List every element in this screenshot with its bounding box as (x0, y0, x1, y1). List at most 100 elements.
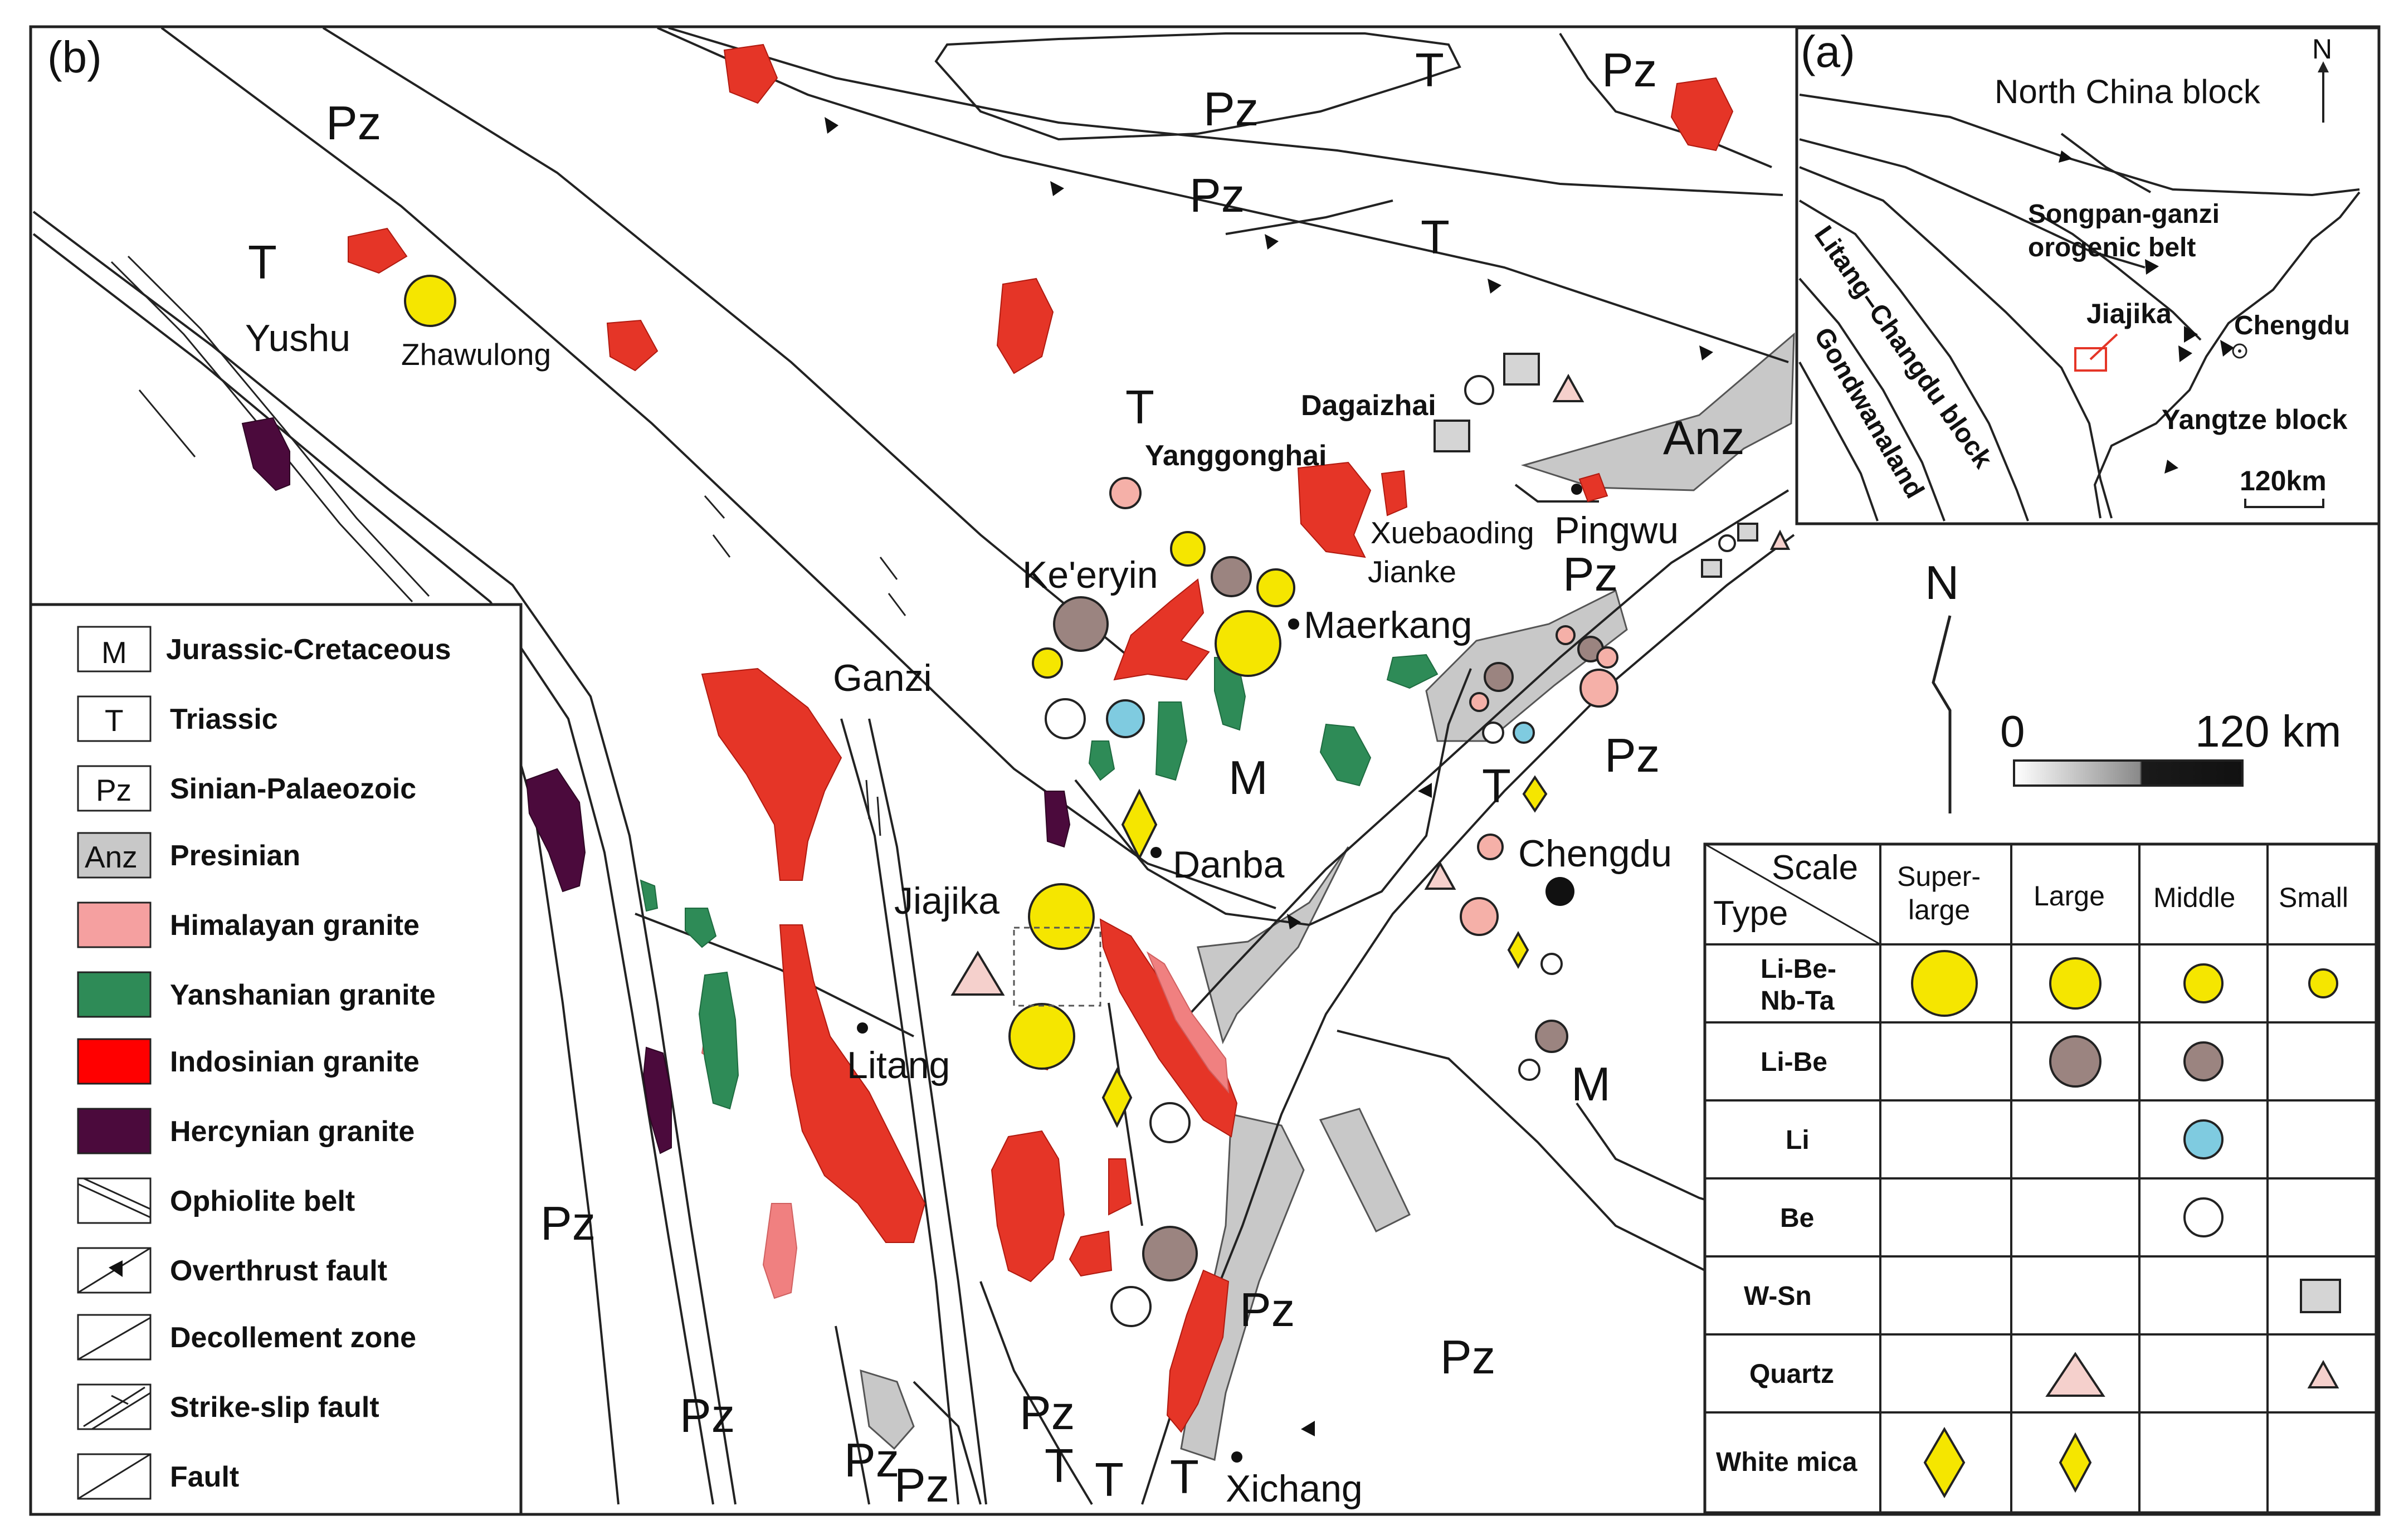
svg-text:Be: Be (1780, 1203, 1814, 1233)
overthrust-teeth (825, 117, 1713, 1436)
svg-text:North China block: North China block (1995, 73, 2261, 110)
svg-text:Chengdu: Chengdu (2234, 311, 2350, 340)
svg-text:(a): (a) (1801, 27, 1855, 76)
svg-text:T: T (1045, 1440, 1074, 1493)
north-arrow: N (1925, 557, 1959, 813)
city-points (857, 484, 1582, 1463)
svg-text:Anz: Anz (85, 840, 138, 874)
indosinian-granites (348, 43, 1734, 1433)
svg-text:Li-Be-: Li-Be- (1761, 954, 1836, 984)
svg-text:120km: 120km (2240, 465, 2327, 496)
deposit-symbols (404, 275, 1791, 1327)
svg-text:Pz: Pz (96, 773, 131, 807)
presinian-zones (860, 332, 1795, 1461)
svg-text:T: T (105, 703, 124, 738)
deposit-table: Scale Type Super- large Large Middle Sma… (1703, 842, 2378, 1514)
svg-text:Anz: Anz (1663, 412, 1744, 465)
svg-text:Chengdu: Chengdu (1518, 832, 1672, 875)
svg-text:Pz: Pz (1602, 44, 1657, 97)
svg-text:Yushu: Yushu (245, 317, 350, 359)
svg-text:Scale: Scale (1772, 849, 1858, 887)
svg-text:M: M (1571, 1058, 1611, 1111)
svg-text:Dagaizhai: Dagaizhai (1301, 389, 1436, 422)
svg-text:Quartz: Quartz (1749, 1359, 1834, 1389)
svg-text:Pz: Pz (1189, 169, 1245, 222)
strike-slip-arrows (704, 495, 906, 836)
svg-text:Himalayan granite: Himalayan granite (170, 909, 420, 942)
svg-text:Xuebaoding: Xuebaoding (1371, 515, 1534, 550)
svg-text:Jiajika: Jiajika (894, 880, 999, 922)
svg-text:W-Sn: W-Sn (1744, 1281, 1812, 1311)
svg-text:Jiajika: Jiajika (2086, 298, 2172, 329)
svg-text:Super-: Super- (1897, 861, 1981, 892)
svg-text:(b): (b) (47, 32, 102, 82)
svg-text:0: 0 (2000, 706, 2025, 756)
svg-text:Triassic: Triassic (170, 703, 278, 735)
svg-text:Pingwu: Pingwu (1554, 509, 1679, 552)
svg-text:T: T (1421, 211, 1450, 264)
svg-text:Pz: Pz (680, 1390, 735, 1442)
svg-text:Maerkang: Maerkang (1304, 604, 1472, 646)
svg-text:Nb-Ta: Nb-Ta (1761, 986, 1835, 1016)
svg-text:120 km: 120 km (2195, 706, 2341, 756)
svg-text:Pz: Pz (1203, 83, 1259, 136)
svg-text:Xichang: Xichang (1226, 1468, 1363, 1510)
svg-text:Pz: Pz (844, 1434, 899, 1487)
svg-text:N: N (1925, 557, 1959, 610)
svg-text:Li: Li (1786, 1125, 1810, 1155)
svg-text:M: M (1228, 752, 1268, 805)
svg-text:Pz: Pz (1240, 1284, 1295, 1337)
svg-text:Indosinian granite: Indosinian granite (170, 1046, 420, 1078)
fault-lines (32, 27, 1795, 1505)
svg-text:T: T (1482, 760, 1511, 813)
svg-text:Pz: Pz (1020, 1387, 1075, 1440)
scale-bar: 0 120 km (2000, 706, 2341, 787)
map-unit-labels: (b) Pz Pz Pz Pz Pz Pz Pz Pz Pz Pz Pz Pz … (47, 32, 1744, 1512)
svg-text:Pz: Pz (894, 1459, 949, 1512)
svg-text:T: T (1125, 381, 1154, 434)
svg-text:Middle: Middle (2153, 882, 2235, 913)
inset-map: (a) N North China block Songpan-ganzi or… (1795, 26, 2381, 525)
svg-text:Decollement zone: Decollement zone (170, 1322, 416, 1354)
svg-text:Ganzi: Ganzi (833, 657, 932, 699)
svg-text:Fault: Fault (170, 1461, 239, 1493)
svg-text:T: T (1095, 1454, 1124, 1507)
svg-text:Zhawulong: Zhawulong (401, 337, 551, 372)
hercynian-granites (241, 417, 1071, 1154)
svg-text:Pz: Pz (1563, 548, 1618, 601)
svg-text:Type: Type (1713, 894, 1788, 933)
svg-text:N: N (2312, 33, 2332, 65)
svg-text:Pz: Pz (540, 1197, 596, 1250)
svg-text:Yanggonghai: Yanggonghai (1145, 440, 1327, 472)
svg-text:Danba: Danba (1173, 844, 1285, 886)
svg-text:M: M (101, 635, 127, 670)
place-labels: Yushu Zhawulong Ganzi Jiajika Litang Dan… (245, 317, 1679, 1510)
svg-text:Li-Be: Li-Be (1761, 1047, 1827, 1077)
svg-text:orogenic belt: orogenic belt (2028, 233, 2196, 262)
jiajika-study-area-box (1013, 927, 1101, 1007)
svg-text:Hercynian granite: Hercynian granite (170, 1115, 415, 1148)
svg-text:large: large (1908, 894, 1970, 925)
yanshanian-granites (640, 654, 1439, 1110)
svg-text:Pz: Pz (1605, 729, 1660, 782)
svg-text:Small: Small (2279, 882, 2348, 913)
svg-text:Sinian-Palaeozoic: Sinian-Palaeozoic (170, 773, 416, 805)
svg-text:Strike-slip fault: Strike-slip fault (170, 1391, 379, 1424)
svg-text:Presinian: Presinian (170, 840, 300, 872)
svg-text:Pz: Pz (326, 97, 381, 150)
legend: M T Pz Anz Jurassic-Cretaceous Triassic … (29, 603, 523, 1516)
svg-text:Ke'eryin: Ke'eryin (1022, 554, 1158, 596)
svg-text:Large: Large (2034, 880, 2105, 912)
svg-text:Litang: Litang (847, 1044, 950, 1086)
svg-text:Jianke: Jianke (1368, 554, 1456, 589)
svg-text:Songpan-ganzi: Songpan-ganzi (2028, 199, 2220, 229)
svg-text:Jurassic-Cretaceous: Jurassic-Cretaceous (166, 633, 451, 666)
svg-text:Overthrust fault: Overthrust fault (170, 1255, 387, 1287)
svg-text:Yanshanian granite: Yanshanian granite (170, 979, 436, 1011)
svg-text:White mica: White mica (1716, 1448, 1857, 1477)
svg-text:Yangtze block: Yangtze block (2162, 404, 2348, 435)
svg-text:T: T (248, 236, 277, 289)
svg-text:T: T (1415, 44, 1444, 97)
svg-text:Pz: Pz (1440, 1331, 1495, 1384)
